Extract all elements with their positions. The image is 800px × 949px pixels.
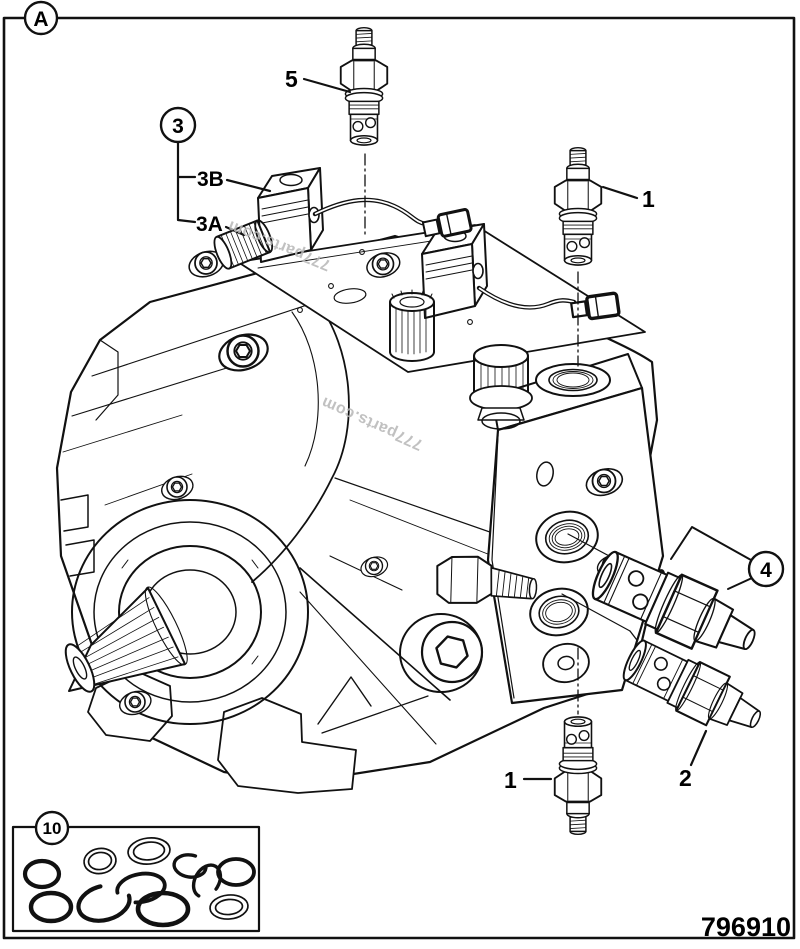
snap-ring	[172, 853, 208, 879]
backup-ring	[83, 847, 117, 875]
view-label-bubble	[23, 0, 59, 36]
callout-1-top: 1	[601, 185, 655, 212]
callout-1-bottom: 1	[504, 767, 553, 793]
solenoid-cable-a	[312, 197, 429, 227]
relief-valve-1-top	[553, 146, 603, 266]
callout-5: 5	[285, 66, 352, 94]
callout-4: 4	[670, 526, 785, 590]
solenoid-cable-b	[476, 285, 577, 310]
seal-kit-box: 10	[11, 810, 261, 933]
washer-ring	[209, 894, 249, 920]
pump-assembly	[55, 167, 665, 794]
callout-3b-label: 3B	[197, 168, 224, 191]
callout-10-label: 10	[43, 819, 62, 838]
knurled-knob-c	[469, 344, 533, 430]
o-ring	[28, 890, 74, 924]
callout-3a: 3A	[196, 213, 246, 237]
hex-socket-plug	[399, 613, 484, 693]
seal-kit-rings	[22, 837, 256, 928]
knurled-knob-b	[389, 289, 435, 362]
view-label: A	[33, 8, 48, 31]
plate-slot	[333, 288, 367, 304]
callout-4-label: 4	[760, 559, 772, 582]
callout-3-label: 3	[172, 115, 184, 138]
page-border	[2, 16, 796, 940]
knurled-knob-a	[213, 219, 274, 270]
front-flange	[71, 499, 309, 725]
callout-2: 2	[679, 729, 708, 791]
hex-fitting	[436, 555, 538, 604]
callout-2-label: 2	[679, 765, 692, 791]
snap-ring	[191, 863, 223, 899]
callout-10-bubble	[34, 810, 70, 846]
o-ring	[135, 890, 191, 928]
callout-1-bottom-label: 1	[504, 767, 517, 793]
top-port	[535, 363, 611, 397]
callout-3b: 3B	[197, 168, 272, 193]
callout-3a-label: 3A	[196, 213, 223, 236]
callout-3: 3	[159, 106, 197, 224]
callout-4-bubble	[747, 550, 785, 588]
end-valve-block	[486, 353, 665, 705]
cable-connector-a	[421, 208, 473, 238]
cable-connector-b	[570, 291, 621, 321]
drive-shaft	[64, 586, 188, 693]
part-number: 796910	[701, 912, 791, 942]
o-ring	[22, 858, 62, 890]
threaded-port-1	[535, 510, 599, 564]
mounting-foot-front	[217, 697, 357, 794]
callout-1-top-label: 1	[642, 186, 655, 212]
block-oval-hole	[536, 461, 554, 487]
housing-detail-lines	[60, 301, 617, 745]
callout-5-label: 5	[285, 66, 298, 92]
snap-ring	[76, 883, 132, 923]
cartridge-valve-2	[616, 632, 772, 746]
o-ring	[216, 857, 256, 887]
backup-ring	[127, 837, 171, 865]
relief-valve-1-bottom	[553, 716, 603, 836]
relief-valve-5	[339, 26, 389, 146]
